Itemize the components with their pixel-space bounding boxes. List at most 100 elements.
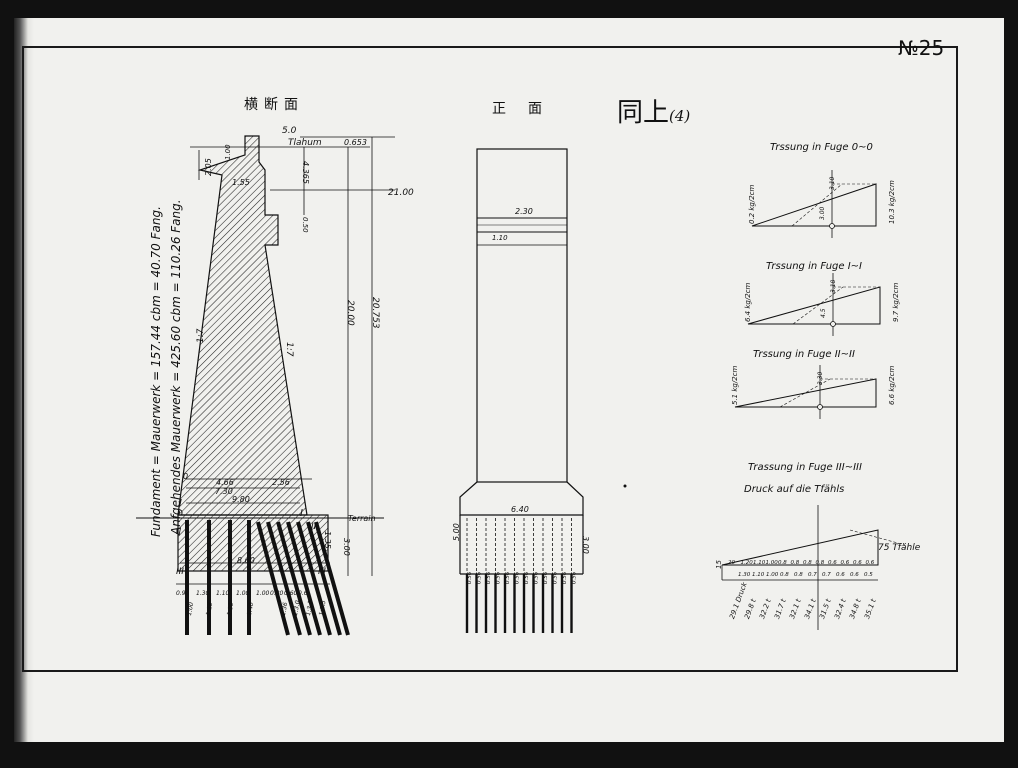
- dim-980: 9.80: [232, 495, 250, 504]
- cross-section: 5.0 Tlahum 0.653 2.05 1.55 1.00 4.365 21…: [136, 126, 414, 636]
- pressure-spacing-top: 1.10: [753, 560, 766, 566]
- pile-batter-label: 1:3.0: [292, 600, 302, 617]
- dim-tlahum: Tlahum: [288, 138, 322, 148]
- pressure-trapezoid: [721, 529, 879, 566]
- dim-20753: 20.753: [370, 297, 380, 329]
- batter-right: 1:7: [284, 342, 294, 357]
- dim-050: 0.50: [301, 217, 309, 233]
- front-pile-label: 0.56: [553, 571, 559, 584]
- pile-force-label: 31.5 t: [818, 598, 833, 620]
- stress-right-value: 9.7 kg/2cm: [892, 282, 900, 322]
- front-pile-label: 0.56: [572, 571, 578, 584]
- front-pile-label: 0.56: [524, 571, 530, 584]
- sheet-title: 同上(4): [617, 92, 690, 129]
- pressure-spacing-bottom: 0.7: [808, 572, 817, 578]
- pile-batter-label: 1:00: [186, 602, 195, 617]
- pressure-spacing-bottom: 0.7: [822, 572, 831, 578]
- pressure-spacing-top: 0.6: [828, 560, 837, 566]
- pile-spacing-label: 0.80: [270, 590, 284, 597]
- dim-100: 1.00: [224, 144, 232, 160]
- pressure-spacing-top: 0.8: [803, 560, 812, 566]
- pile-force-label: 31.7 t: [773, 598, 788, 620]
- pile-spacing-label: 0.60: [284, 590, 298, 597]
- pressure-spacing-top: 0.8: [791, 560, 800, 566]
- joint-II-right: II: [311, 522, 317, 532]
- pile-left-value: 15: [715, 560, 723, 569]
- stress-diagram-title: Trssung in Fuge I~I: [766, 261, 862, 272]
- joint-III-right: III: [318, 567, 326, 577]
- batter-left: 1:7: [196, 328, 206, 343]
- pile-batter-label: 1:30: [226, 602, 235, 617]
- front-pile-label: 0.56: [562, 571, 568, 584]
- dim-4365: 4.365: [301, 161, 310, 184]
- pressure-spacing-top: 0.6: [853, 560, 862, 566]
- pile-batter-label: 1:25: [205, 602, 214, 617]
- pressure-spacing-bottom: 0.6: [836, 572, 845, 578]
- pile-force-label: 32.1 t: [788, 598, 803, 620]
- dim-730: 7.30: [215, 487, 233, 496]
- dim-860: 8.60: [237, 556, 255, 565]
- pile-force-label: 32.4 t: [833, 598, 848, 620]
- pile-force-label: 34.1 t: [803, 598, 818, 620]
- pressure-spacing-top: 0.6: [841, 560, 850, 566]
- front-dim-640: 6.40: [511, 505, 529, 514]
- stress-diagram: Trssung in Fuge II~II 5.1 kg/2cm 6.6 kg/2c…: [731, 349, 896, 419]
- front-dim-300: 3.00: [581, 536, 590, 554]
- pressure-spacing-bottom: 0.6: [850, 572, 859, 578]
- pier-body: [177, 135, 308, 516]
- dim-2100: 21.00: [388, 188, 414, 198]
- pile-spacing-label: 1.10: [216, 590, 230, 597]
- stress-diagram-title: Trssung in Fuge 0~0: [770, 142, 873, 153]
- dim-300: 3.00: [342, 538, 351, 556]
- front-pile-label: 0.56: [467, 571, 473, 584]
- cross-section-heading: 横断面: [244, 97, 304, 113]
- front-view-heading: 正面: [492, 101, 564, 117]
- cross-section-piles: [185, 520, 350, 636]
- pressure-spacing-top: 0.6: [866, 560, 875, 566]
- front-pile-label: 0.56: [486, 571, 492, 584]
- joint-0: 0: [183, 472, 188, 481]
- front-dim-500: 5.00: [452, 523, 461, 541]
- stress-diagram-title: Trssung in Fuge II~II: [753, 349, 855, 360]
- pile-force-label: 32.2 t: [758, 598, 773, 620]
- pressure-spacing-top: 1.00: [766, 560, 779, 566]
- stress-mid-value-2: 4.5: [820, 308, 827, 318]
- front-footing: [459, 481, 584, 516]
- pile-force-label: 29.8 t: [743, 598, 758, 620]
- pressure-spacing-bottom: 1.00: [766, 572, 779, 578]
- front-pile-label: 0.56: [543, 571, 549, 584]
- pressure-spacing-bottom: 1.10: [752, 572, 765, 578]
- dim-466: 4.66: [216, 478, 234, 487]
- pressure-spacing-bottom: 1.30: [738, 572, 751, 578]
- pressure-spacing-top: 0.8: [778, 560, 787, 566]
- front-dim-110: 1.10: [492, 234, 508, 242]
- pile-pressure-title1: Trassung in Fuge III~III: [748, 462, 862, 473]
- pressure-spacing-top: 1.20: [741, 560, 754, 566]
- stress-mid-value-2: 3.00: [819, 206, 826, 220]
- stress-right-value: 6.6 kg/2cm: [888, 365, 896, 405]
- front-shaft: [476, 148, 568, 483]
- pile-spacing-label: 1.00: [236, 590, 250, 597]
- stress-left-value: 5.1 kg/2cm: [731, 365, 739, 405]
- pressure-spacing-bottom: 0.5: [864, 572, 873, 578]
- stress-left-value: 6.4 kg/2cm: [744, 282, 752, 322]
- dim-135: 1.35: [323, 531, 332, 549]
- pressure-spacing-bottom: 0.8: [794, 572, 803, 578]
- front-pile-label: 0.56: [496, 571, 502, 584]
- joint-I-right: I: [300, 508, 303, 519]
- pile-batter-label: 1:40: [246, 602, 255, 617]
- pile-batter-label: 1:3.2: [305, 600, 315, 617]
- pile-side-note: 75 Tfähle: [878, 543, 921, 553]
- dim-256: 2.56: [272, 478, 290, 487]
- terrain-label: Terrain: [348, 514, 376, 523]
- stress-left-value: 0.2 kg/2cm: [748, 184, 756, 224]
- drawing-border: [22, 46, 958, 672]
- pile-batter-label: 1:3.5: [318, 600, 328, 617]
- pencil-mark: [623, 484, 627, 488]
